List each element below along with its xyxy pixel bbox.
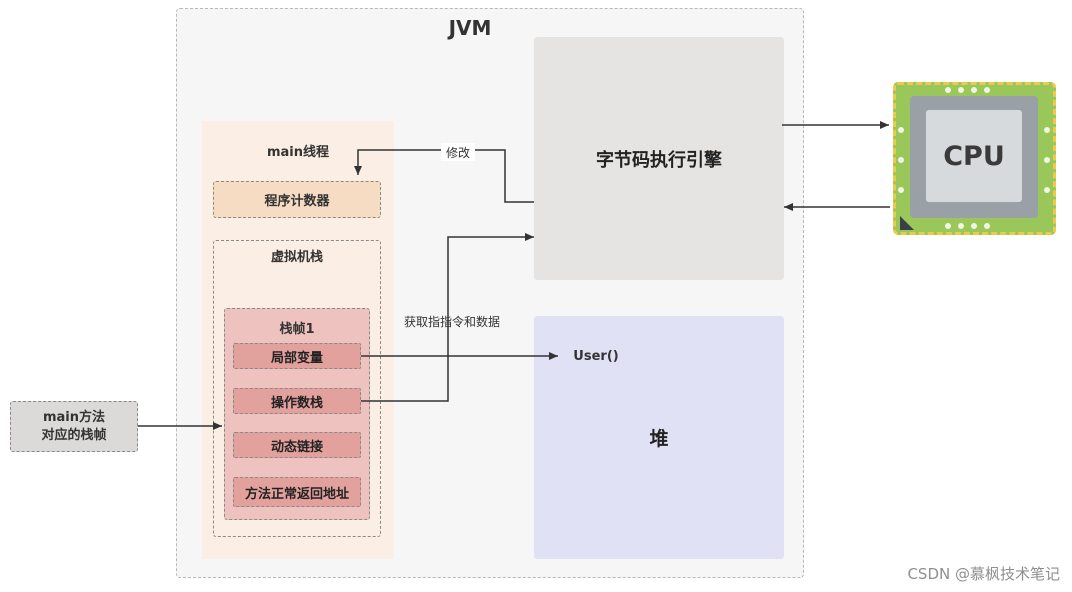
- jvm-title: JVM: [448, 16, 492, 40]
- watermark: CSDN @慕枫技术笔记: [907, 564, 1060, 583]
- frame-item-local-variables: 局部变量: [233, 343, 361, 369]
- arrow-fetch-instructions: [361, 233, 534, 402]
- main-method-frame-box: main方法 对应的栈帧: [10, 401, 138, 452]
- main-method-frame-line2: 对应的栈帧: [41, 427, 107, 443]
- arrow-modify-program-counter: [354, 149, 534, 203]
- heap-label: 堆: [649, 428, 669, 450]
- main-method-frame-line1: main方法: [42, 409, 106, 425]
- heap-box: 堆: [534, 316, 784, 559]
- frame-item-dynamic-linking: 动态链接: [233, 432, 361, 458]
- stack-frame-label: 栈帧1: [279, 321, 315, 337]
- vm-stack-box: [213, 240, 381, 537]
- bytecode-engine-box: 字节码执行引擎: [534, 37, 784, 280]
- main-thread-label: main线程: [266, 144, 330, 160]
- modify-annotation: 修改: [441, 143, 475, 161]
- cpu-corner-mark: [900, 216, 914, 230]
- cpu-label: CPU: [926, 110, 1022, 202]
- frame-item-operand-stack: 操作数栈: [233, 388, 361, 414]
- program-counter-box: 程序计数器: [213, 181, 381, 218]
- fetch-annotation: 获取指指令和数据: [403, 314, 500, 329]
- vm-stack-label: 虚拟机栈: [270, 249, 323, 265]
- frame-item-return-address: 方法正常返回地址: [233, 477, 361, 507]
- bytecode-engine-label: 字节码执行引擎: [596, 149, 722, 171]
- user-object-label: User(): [573, 348, 619, 364]
- cpu-pins: [898, 87, 1050, 229]
